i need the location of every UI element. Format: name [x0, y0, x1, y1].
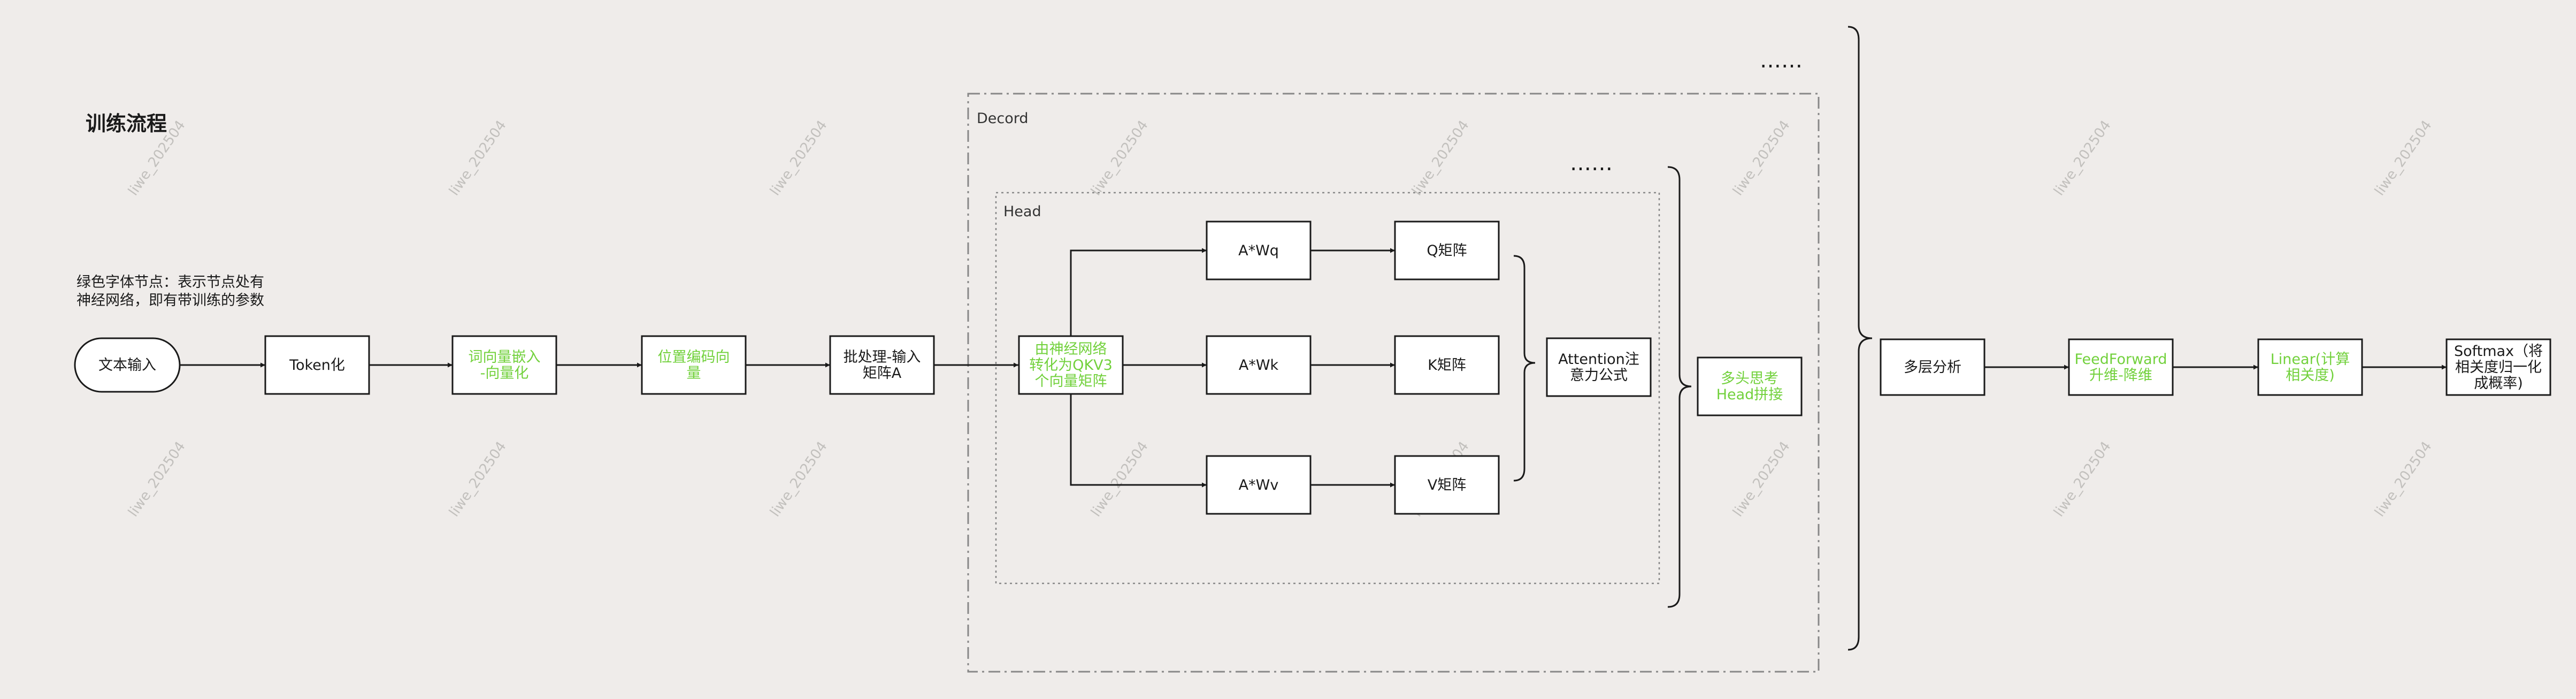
ellipsis-inner: …… — [1570, 151, 1613, 176]
watermark-text: liwe_202504 — [767, 439, 831, 520]
node-label-line: 成概率) — [2474, 375, 2523, 392]
node-label: A*Wk — [1239, 357, 1279, 374]
node-label-line: Attention注 — [1558, 351, 1639, 368]
watermark-text: liwe_202504 — [1088, 118, 1152, 199]
multihead-brace — [1667, 166, 1692, 608]
watermark-text: liwe_202504 — [767, 118, 831, 199]
head-container — [995, 192, 1660, 584]
node-label-line: 转化为QKV3 — [1029, 357, 1113, 374]
node-label-line: V矩阵 — [1428, 477, 1466, 493]
node-label: A*Wv — [1239, 477, 1279, 493]
node-label-line: 意力公式 — [1570, 367, 1628, 384]
node-label-line: Linear(计算 — [2271, 351, 2350, 368]
node-label-line: 词向量嵌入 — [469, 349, 541, 366]
node-tokenize[interactable]: Token化 — [264, 335, 370, 395]
node-label-line: 量 — [687, 365, 701, 382]
node-label: 词向量嵌入-向量化 — [469, 349, 541, 382]
watermark-text: liwe_202504 — [1409, 118, 1473, 199]
node-label-line: 个向量矩阵 — [1035, 373, 1107, 390]
node-label-line: Token化 — [289, 357, 345, 374]
node-text-input[interactable]: 文本输入 — [74, 337, 181, 393]
head-label: Head — [1003, 203, 1041, 220]
node-k-matrix[interactable]: K矩阵 — [1394, 335, 1500, 395]
edge-layer — [180, 248, 2447, 488]
node-label-line: 位置编码向 — [658, 349, 730, 366]
node-label: 位置编码向量 — [658, 349, 730, 382]
watermark-text: liwe_202504 — [2051, 118, 2114, 199]
node-awq[interactable]: A*Wq — [1206, 221, 1312, 280]
node-awk[interactable]: A*Wk — [1206, 335, 1312, 395]
node-label-line: 批处理-输入 — [844, 349, 921, 366]
watermark-text: liwe_202504 — [1730, 439, 1793, 520]
node-position-encoding[interactable]: 位置编码向量 — [641, 335, 747, 395]
decoder-stack-brace — [1847, 26, 1873, 651]
legend-line-2: 神经网络，即有带训练的参数 — [76, 292, 264, 309]
node-label: Token化 — [289, 357, 345, 374]
node-label: A*Wq — [1238, 242, 1279, 259]
watermark-text: liwe_202504 — [2051, 439, 2114, 520]
node-label: 多层分析 — [1904, 359, 1961, 376]
node-label-line: 升维-降维 — [2089, 367, 2152, 384]
decord-container — [967, 93, 1820, 673]
node-label-line: FeedForward — [2075, 351, 2167, 368]
node-label-line: 相关度) — [2286, 367, 2335, 384]
watermark-text: liwe_202504 — [446, 118, 510, 199]
node-label-line: Softmax（将 — [2454, 343, 2543, 360]
node-label: Linear(计算相关度) — [2271, 351, 2350, 384]
node-label-line: A*Wq — [1238, 242, 1279, 259]
node-label: Softmax（将相关度归一化成概率) — [2454, 343, 2543, 392]
node-linear[interactable]: Linear(计算相关度) — [2257, 338, 2363, 396]
legend-line-1: 绿色字体节点：表示节点处有 — [76, 274, 264, 291]
node-label: 文本输入 — [98, 357, 156, 374]
watermark-text: liwe_202504 — [2372, 439, 2435, 520]
node-label: Q矩阵 — [1427, 242, 1467, 259]
watermark-text: liwe_202504 — [2372, 118, 2435, 199]
node-label-line: 多头思考 — [1721, 370, 1778, 387]
node-label-line: 矩阵A — [863, 365, 902, 382]
node-label-line: 由神经网络 — [1035, 341, 1107, 358]
node-label-line: -向量化 — [480, 365, 529, 382]
node-label: Attention注意力公式 — [1558, 351, 1639, 384]
watermark-text: liwe_202504 — [1730, 118, 1793, 199]
edge-qkv-to-awq — [1070, 248, 1207, 336]
node-attention[interactable]: Attention注意力公式 — [1546, 337, 1652, 397]
node-multilayer[interactable]: 多层分析 — [1880, 338, 1985, 396]
watermark-text: liwe_202504 — [125, 439, 189, 520]
node-label-line: K矩阵 — [1428, 357, 1466, 374]
node-label-line: A*Wk — [1239, 357, 1279, 374]
node-label: 批处理-输入矩阵A — [844, 349, 921, 382]
qkv-brace — [1513, 255, 1536, 482]
node-label: K矩阵 — [1428, 357, 1466, 374]
node-batch[interactable]: 批处理-输入矩阵A — [829, 335, 935, 395]
node-label-line: Head拼接 — [1716, 386, 1783, 403]
node-label-line: Q矩阵 — [1427, 242, 1467, 259]
node-awv[interactable]: A*Wv — [1206, 455, 1312, 515]
node-embedding[interactable]: 词向量嵌入-向量化 — [451, 335, 557, 395]
watermark-text: liwe_202504 — [1088, 439, 1152, 520]
node-softmax[interactable]: Softmax（将相关度归一化成概率) — [2445, 338, 2551, 396]
node-q-matrix[interactable]: Q矩阵 — [1394, 221, 1500, 280]
node-label: V矩阵 — [1428, 477, 1466, 493]
ellipsis-outer: …… — [1760, 48, 1803, 73]
node-v-matrix[interactable]: V矩阵 — [1394, 455, 1500, 515]
node-label-line: 相关度归一化 — [2455, 359, 2542, 376]
node-label-line: 多层分析 — [1904, 359, 1961, 376]
watermark-text: liwe_202504 — [446, 439, 510, 520]
node-label-line: A*Wv — [1239, 477, 1279, 493]
node-label-line: 文本输入 — [98, 357, 156, 374]
edge-qkv-to-awv — [1070, 394, 1207, 488]
decord-label: Decord — [977, 110, 1029, 127]
page-title: 训练流程 — [86, 112, 167, 135]
